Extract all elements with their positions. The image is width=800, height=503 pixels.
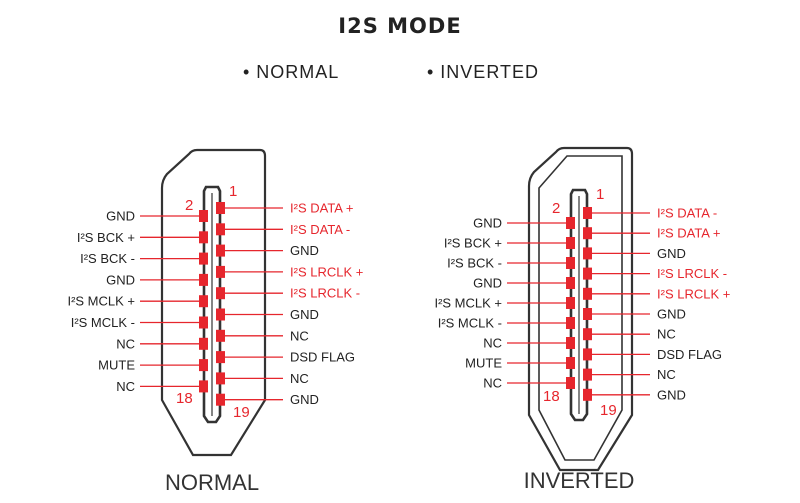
pin-label-left: NC [116, 379, 135, 394]
pin-label-left: NC [483, 376, 502, 391]
connector-normal: GND I²S BCK + I²S BCK - GND I²S MCLK + I²S MC… [67, 148, 363, 495]
pin-pad-left [566, 237, 575, 249]
connector-slot [202, 185, 222, 424]
pin-label-left: GND [106, 209, 135, 224]
pin-label-left: GND [473, 216, 502, 231]
pin-pad-left [566, 297, 575, 309]
pin-number-18: 18 [543, 388, 560, 405]
pin-pad-left [199, 295, 208, 308]
pin-number-19: 19 [233, 404, 250, 421]
pin-label-left: I²S BCK + [444, 236, 502, 251]
pin-label-right: NC [290, 328, 309, 343]
pin-pad-left [566, 257, 575, 269]
pin-pad-right [216, 393, 225, 406]
pin-label-left: GND [106, 272, 135, 287]
pin-pad-right [216, 265, 225, 278]
pin-label-right: I²S DATA + [290, 201, 353, 216]
pin-pad-right [216, 202, 225, 214]
connector-outline [160, 148, 267, 457]
pin-label-left: MUTE [98, 358, 135, 373]
pin-pad-right [583, 388, 592, 401]
pin-pad-right [583, 247, 592, 260]
pin-number-1: 1 [229, 183, 237, 200]
pin-pad-right [216, 287, 225, 300]
pin-label-right: NC [657, 367, 676, 382]
page-title: I2S MODE [338, 14, 462, 38]
pin-label-right: I²S LRCLK - [290, 286, 360, 301]
pin-label-right: GND [657, 387, 686, 402]
pin-label-right: NC [290, 371, 309, 386]
pin-pad-right [216, 308, 225, 321]
pin-label-left: I²S BCK - [447, 256, 502, 271]
pin-label-right: GND [290, 392, 319, 407]
connector-inner-outline [538, 155, 623, 461]
pin-pad-left [566, 377, 575, 389]
pin-label-left: I²S MCLK + [434, 296, 502, 311]
pin-label-right: NC [657, 327, 676, 342]
legend-normal: • NORMAL [243, 62, 340, 82]
pin-label-left: GND [473, 276, 502, 291]
pin-pad-left [566, 337, 575, 349]
legend-inverted: • INVERTED [427, 62, 539, 82]
pin-pad-left [199, 316, 208, 329]
pin-label-right: I²S DATA + [657, 226, 720, 241]
pin-label-left: NC [116, 336, 135, 351]
connector-caption: INVERTED [524, 468, 635, 493]
pin-pad-left [199, 273, 208, 286]
pin-pad-left [199, 231, 208, 244]
pin-pad-left [199, 380, 208, 393]
pin-number-1: 1 [596, 186, 604, 203]
pin-label-left: I²S BCK - [80, 251, 135, 266]
pin-label-left: NC [483, 336, 502, 351]
connector-caption: NORMAL [165, 470, 259, 495]
pin-number-2: 2 [552, 200, 560, 217]
pin-number-18: 18 [176, 390, 193, 407]
pin-label-left: MUTE [465, 356, 502, 371]
pin-pad-right [216, 351, 225, 364]
pin-pad-right [216, 223, 225, 236]
pin-pad-left [199, 252, 208, 265]
pin-pad-right [216, 329, 225, 342]
pin-pad-right [583, 267, 592, 280]
connector-outline [527, 146, 634, 472]
pin-label-right: GND [290, 243, 319, 258]
pin-label-right: DSD FLAG [657, 347, 722, 362]
pin-label-right: GND [657, 307, 686, 322]
pin-pad-left [199, 210, 208, 222]
pin-number-19: 19 [600, 402, 617, 419]
pin-pad-right [583, 227, 592, 240]
pin-label-right: I²S DATA - [657, 206, 717, 221]
pin-pad-right [583, 368, 592, 381]
pin-pad-right [583, 287, 592, 300]
pin-pad-left [199, 359, 208, 372]
pin-pad-left [566, 277, 575, 289]
pin-pad-right [583, 328, 592, 341]
pin-label-right: I²S LRCLK + [290, 264, 363, 279]
pin-label-right: I²S LRCLK - [657, 266, 727, 281]
pin-pad-right [216, 244, 225, 257]
pin-pad-right [216, 372, 225, 385]
pin-pad-right [583, 207, 592, 219]
pin-pad-right [583, 348, 592, 361]
connector-inverted: GND I²S BCK + I²S BCK - GND I²S MCLK + I²S MC… [434, 146, 730, 493]
pin-label-right: DSD FLAG [290, 350, 355, 365]
pin-label-left: I²S MCLK - [438, 316, 502, 331]
pin-label-right: GND [290, 307, 319, 322]
pin-pad-left [566, 317, 575, 329]
pin-pad-left [566, 357, 575, 369]
pin-label-left: I²S MCLK - [71, 315, 135, 330]
pin-pad-left [566, 217, 575, 229]
pin-label-right: I²S LRCLK + [657, 286, 730, 301]
pin-pad-left [199, 337, 208, 350]
pin-label-right: I²S DATA - [290, 222, 350, 237]
pin-label-left: I²S BCK + [77, 230, 135, 245]
pin-label-right: GND [657, 246, 686, 261]
pin-number-2: 2 [185, 197, 193, 214]
pin-label-left: I²S MCLK + [67, 294, 135, 309]
pin-pad-right [583, 308, 592, 320]
